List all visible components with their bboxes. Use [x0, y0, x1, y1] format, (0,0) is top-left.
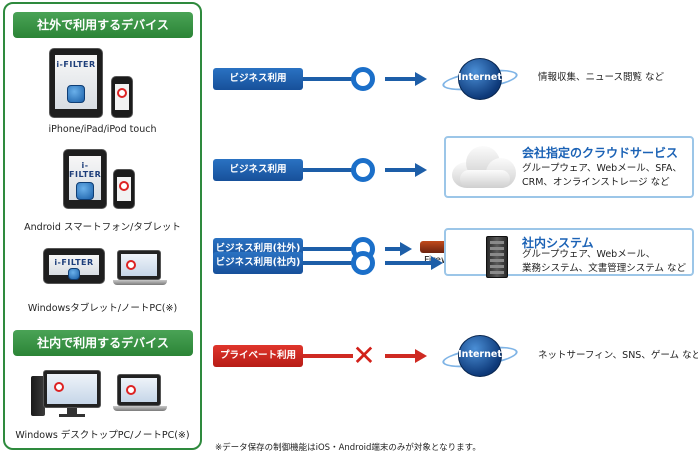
block-icon — [54, 382, 64, 392]
cloud-icon — [452, 144, 516, 190]
connector-line — [385, 354, 417, 358]
windows-tablet-image: i-FILTER — [43, 248, 105, 284]
connector-line — [385, 247, 401, 251]
monitor-foot — [59, 414, 85, 417]
connector-line — [303, 354, 353, 358]
android-phone-image — [113, 169, 135, 209]
row-label-business-1: ビジネス利用 — [213, 68, 303, 90]
allowed-circle-icon — [351, 158, 375, 182]
desktop-laptop-image — [31, 370, 181, 420]
arrow-right-icon — [400, 242, 412, 256]
server-icon — [486, 236, 508, 278]
block-icon — [126, 260, 136, 270]
android-tablet-image: i-FILTER — [63, 149, 107, 209]
internet-top-desc: 情報収集、ニュース閲覧 など — [538, 72, 665, 83]
block-icon — [126, 385, 136, 395]
row-label-business-2: ビジネス利用 — [213, 159, 303, 181]
android-devices-image: i-FILTER — [63, 149, 163, 211]
internal-devices-header: 社内で利用するデバイス — [13, 330, 193, 356]
internal-system-title: 社内システム — [522, 236, 594, 250]
arrow-right-icon — [415, 349, 427, 363]
ifilter-app-icon — [67, 85, 85, 103]
internal-system-box — [444, 228, 694, 276]
row-label-business-internal: ビジネス利用(社内) — [213, 252, 303, 274]
monitor-image — [43, 370, 101, 408]
pc-tower — [31, 376, 45, 416]
cloud-service-line-2: CRM、オンラインストレージ など — [522, 177, 670, 188]
connector-line — [303, 247, 353, 251]
block-icon — [119, 181, 129, 191]
phone-image — [111, 76, 133, 118]
device-label-windows-tablet: Windowsタブレット/ノートPC(※) — [27, 303, 178, 314]
ipad-iphone-image: i-FILTER — [49, 48, 149, 120]
cloud-service-line-1: グループウェア、Webメール、SFA、 — [522, 163, 682, 174]
connector-line — [385, 261, 433, 265]
arrow-right-icon — [415, 72, 427, 86]
globe-label: Internet — [458, 72, 502, 83]
arrow-right-icon — [415, 163, 427, 177]
ifilter-app-icon — [76, 182, 94, 200]
tablet-image: i-FILTER — [49, 48, 103, 118]
cloud-service-title: 会社指定のクラウドサービス — [522, 146, 679, 160]
laptop-screen-image — [117, 374, 161, 406]
monitor-stand — [67, 408, 77, 414]
device-panel: 社外で利用するデバイス i-FILTER iPhone/iPad/iPod to… — [3, 2, 202, 450]
internal-system-line-2: 業務システム、文書管理システム など — [522, 263, 686, 274]
internet-bottom-desc: ネットサーフィン、SNS、ゲーム など — [538, 350, 698, 361]
laptop-base — [113, 280, 167, 285]
laptop-base — [113, 406, 167, 411]
connector-line — [385, 77, 417, 81]
allowed-circle-icon — [351, 251, 375, 275]
ifilter-app-icon — [68, 268, 80, 280]
arrow-right-icon — [431, 256, 443, 270]
row-label-private: プライベート利用 — [213, 345, 303, 367]
connector-line — [303, 77, 353, 81]
connector-line — [303, 168, 353, 172]
connector-line — [385, 168, 417, 172]
internal-system-line-1: グループウェア、Webメール、 — [522, 249, 656, 260]
allowed-circle-icon — [351, 67, 375, 91]
device-label-ios: iPhone/iPad/iPod touch — [48, 124, 157, 135]
footnote: ※データ保存の制御機能はiOS・Android端末のみが対象となります。 — [215, 443, 481, 452]
device-label-android: Android スマートフォン/タブレット — [24, 222, 181, 233]
laptop-screen-image — [117, 250, 161, 280]
globe-label: Internet — [458, 349, 502, 360]
block-icon — [117, 88, 127, 98]
connector-line — [303, 261, 353, 265]
internet-globe-icon: Internet — [441, 335, 519, 377]
external-devices-header: 社外で利用するデバイス — [13, 12, 193, 38]
device-label-desktop: Windows デスクトップPC/ノートPC(※) — [15, 430, 190, 441]
blocked-cross-icon: ✕ — [352, 339, 376, 372]
windows-tablet-laptop-image: i-FILTER — [43, 248, 173, 290]
internet-globe-icon: Internet — [441, 58, 519, 100]
